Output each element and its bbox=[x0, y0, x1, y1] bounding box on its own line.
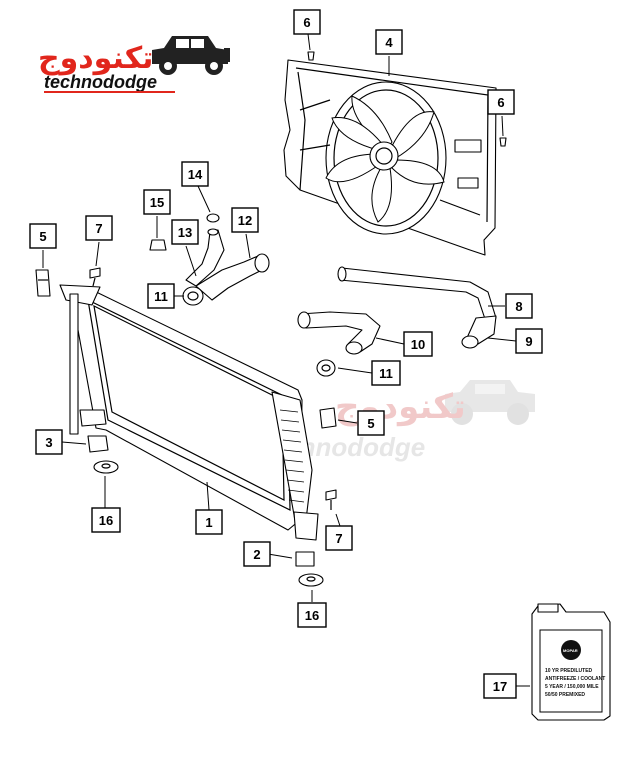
radiator bbox=[59, 284, 319, 541]
clamp-11-right bbox=[316, 359, 336, 377]
callout-label: 10 bbox=[411, 337, 425, 352]
callouts: 6 4 6 14 15 12 13 5 bbox=[29, 9, 543, 699]
jug-label-line-2: ANTIFREEZE / COOLANT bbox=[545, 676, 605, 682]
callout-2: 2 bbox=[243, 541, 271, 567]
callout-7-top: 7 bbox=[85, 215, 113, 241]
callout-16-bottom: 16 bbox=[297, 602, 327, 628]
coolant-jug: MOPAR 10 YR PREDILUTED ANTIFREEZE / COOL… bbox=[531, 603, 611, 721]
callout-label: 15 bbox=[150, 195, 164, 210]
watermark-arabic-text: تكنودوج bbox=[335, 387, 466, 427]
screw-6-right bbox=[499, 137, 507, 147]
callout-label: 11 bbox=[379, 366, 393, 381]
callout-label: 6 bbox=[497, 95, 504, 110]
callout-label: 11 bbox=[154, 289, 168, 304]
callout-13: 13 bbox=[171, 219, 199, 245]
jug-label-line-4: 50/50 PREMIXED bbox=[545, 692, 585, 698]
bolt-7-top bbox=[89, 267, 101, 287]
callout-label: 5 bbox=[39, 229, 46, 244]
callout-label: 16 bbox=[305, 608, 319, 623]
hose-12 bbox=[195, 253, 270, 301]
callout-4: 4 bbox=[375, 29, 403, 55]
hose-10 bbox=[297, 311, 381, 355]
isolator-16-left bbox=[93, 460, 119, 474]
jug-label-line-1: 10 YR PREDILUTED bbox=[545, 668, 593, 674]
callout-label: 6 bbox=[303, 15, 310, 30]
callout-label: 16 bbox=[99, 513, 113, 528]
callout-label: 17 bbox=[493, 679, 507, 694]
isolator-5-top bbox=[35, 269, 51, 297]
callout-label: 13 bbox=[178, 225, 192, 240]
jeep-icon bbox=[152, 36, 230, 75]
callout-17: 17 bbox=[483, 673, 517, 699]
callout-label: 14 bbox=[188, 167, 203, 182]
jeep-watermark-icon bbox=[445, 380, 535, 425]
callout-3: 3 bbox=[35, 429, 63, 455]
callout-1: 1 bbox=[195, 509, 223, 535]
callout-label: 9 bbox=[525, 334, 532, 349]
callout-9: 9 bbox=[515, 328, 543, 354]
callout-label: 7 bbox=[95, 221, 102, 236]
callout-label: 12 bbox=[238, 213, 252, 228]
hose-9 bbox=[461, 315, 497, 349]
callout-11-left: 11 bbox=[147, 283, 175, 309]
callout-5-left: 5 bbox=[29, 223, 57, 249]
callout-14: 14 bbox=[181, 161, 209, 187]
clamp-11-left bbox=[182, 286, 204, 306]
callout-label: 4 bbox=[385, 35, 393, 50]
fan-shroud-assembly bbox=[283, 59, 497, 256]
callout-label: 8 bbox=[515, 299, 522, 314]
isolator-16-bottom bbox=[298, 573, 324, 587]
callout-15: 15 bbox=[143, 189, 171, 215]
callout-10: 10 bbox=[403, 331, 433, 357]
leader-lines bbox=[42, 33, 530, 687]
callout-label: 1 bbox=[205, 515, 212, 530]
screw-6-upper-left bbox=[307, 51, 315, 61]
logo-latin-text: technododge bbox=[44, 72, 157, 92]
callout-label: 7 bbox=[335, 531, 342, 546]
bolt-7-bottom bbox=[325, 489, 337, 510]
bracket-3 bbox=[87, 435, 109, 453]
callout-16-left: 16 bbox=[91, 507, 121, 533]
callout-11-right: 11 bbox=[371, 360, 401, 386]
mopar-logo-icon bbox=[561, 640, 581, 660]
callout-label: 5 bbox=[367, 416, 374, 431]
callout-7-bottom: 7 bbox=[325, 525, 353, 551]
bracket-2 bbox=[295, 551, 315, 567]
isolator-5-right bbox=[319, 407, 337, 429]
callout-12: 12 bbox=[231, 207, 259, 233]
jug-brand-text: MOPAR bbox=[563, 648, 578, 653]
jug-label-line-3: 5 YEAR / 150,000 MILE bbox=[545, 684, 599, 690]
logo-arabic-text: تكنودوج bbox=[38, 41, 153, 76]
brand-logo: تكنودوج technododge bbox=[38, 36, 230, 93]
callout-6-right: 6 bbox=[487, 89, 515, 115]
callout-label: 3 bbox=[45, 435, 52, 450]
callout-5-right: 5 bbox=[357, 410, 385, 436]
callout-8: 8 bbox=[505, 293, 533, 319]
clip-15 bbox=[149, 239, 167, 251]
callout-label: 2 bbox=[253, 547, 260, 562]
callout-6-top: 6 bbox=[293, 9, 321, 35]
clip-14 bbox=[206, 213, 220, 223]
